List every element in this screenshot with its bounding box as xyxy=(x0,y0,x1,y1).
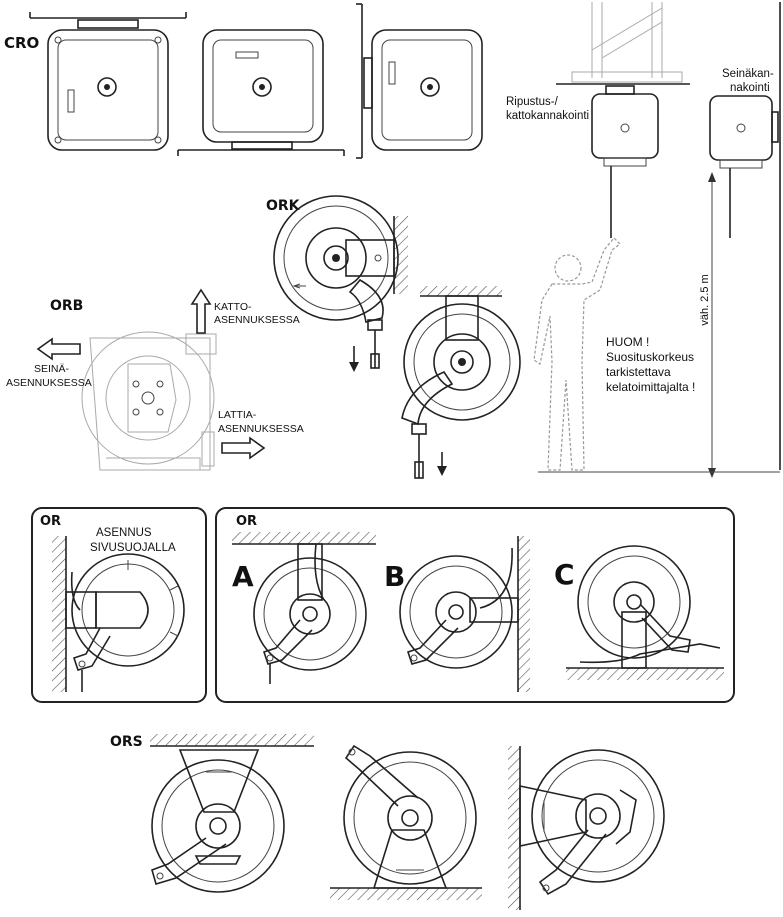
person-silhouette xyxy=(533,237,621,471)
note-line-3: tarkistettava xyxy=(606,365,671,379)
ork-down-arrow-1 xyxy=(349,346,359,372)
ors-reel-wall xyxy=(508,746,665,910)
cro-reel-wall xyxy=(371,29,483,151)
orb-wall-label-2: ASENNUKSESSA xyxy=(6,377,92,389)
cro-title: CRO xyxy=(4,34,39,52)
ork-reel-wall xyxy=(273,195,408,369)
orb-ceiling-label-1: KATTO- xyxy=(214,301,252,313)
variant-c-label: C xyxy=(554,558,575,591)
note-line-2: Suosituskorkeus xyxy=(606,350,694,364)
orb-ceiling-label-2: ASENNUKSESSA xyxy=(214,314,300,326)
cro-ceiling-bracket xyxy=(77,19,139,29)
orb-title: ORB xyxy=(50,298,83,314)
ors-reel-ceiling xyxy=(150,734,314,893)
note-line-1: HUOM ! xyxy=(606,335,649,349)
or-side-label-2: SIVUSUOJALLA xyxy=(90,542,176,554)
orb-up-arrow xyxy=(190,288,212,334)
cro-reel-floor xyxy=(202,29,324,150)
or-variant-b-reel xyxy=(399,536,530,692)
or-variants-panel xyxy=(215,507,735,703)
or-variant-c-reel xyxy=(566,545,724,680)
ors-reel-floor xyxy=(330,744,482,900)
ceiling-mount-label-1: Ripustus-/ xyxy=(506,96,559,108)
orb-wall-label-1: SEINÄ- xyxy=(34,363,70,375)
ceiling-truss-ghost xyxy=(571,2,683,83)
orb-left-arrow xyxy=(36,337,81,361)
wall-mount-label-1: Seinäkan- xyxy=(722,68,774,80)
or-side-panel xyxy=(31,507,207,703)
orb-floor-label-1: LATTIA- xyxy=(218,409,257,421)
variant-b-label: B xyxy=(384,560,405,593)
reel-wall-mounted xyxy=(709,95,779,238)
or-side-title: OR xyxy=(40,514,61,529)
orb-floor-label-2: ASENNUKSESSA xyxy=(218,423,304,435)
or-side-label-1: ASENNUS xyxy=(96,527,152,539)
ork-reel-ceiling xyxy=(401,286,521,479)
ork-down-arrow-2 xyxy=(437,452,447,476)
orb-reel-ghost xyxy=(81,331,217,471)
ors-title: ORS xyxy=(110,734,143,750)
reel-ceiling-mounted xyxy=(591,93,659,238)
variant-a-label: A xyxy=(232,560,254,593)
or-variant-a-reel xyxy=(232,532,376,684)
ceiling-mount-label-2: kattokannakointi xyxy=(506,110,589,122)
note-line-4: kelatoimittajalta ! xyxy=(606,380,695,394)
or-variants-title: OR xyxy=(236,514,257,529)
or-side-reel xyxy=(52,536,185,692)
min-height-label: väh. 2.5 m xyxy=(699,274,711,325)
orb-right-arrow xyxy=(221,436,266,460)
wall-mount-label-2: nakointi xyxy=(730,82,770,94)
cro-reel-ceiling xyxy=(47,29,169,151)
ork-title: ORK xyxy=(266,198,301,214)
